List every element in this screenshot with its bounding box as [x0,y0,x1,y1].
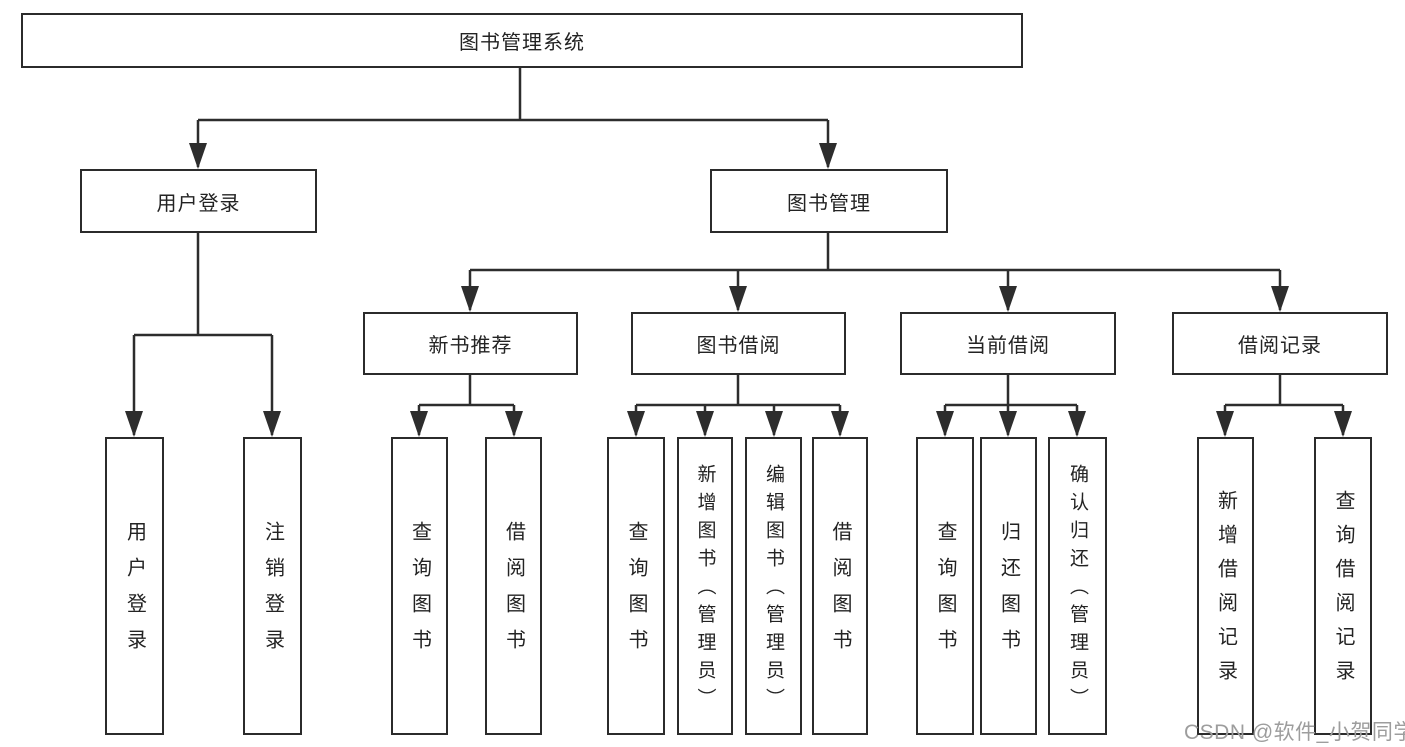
node-root: 图书管理系统 [21,13,1023,68]
node-root-label: 图书管理系统 [459,32,585,54]
leaf-confirm-return-admin: 确认归还（管理员） [1048,437,1107,735]
node-user-login: 用户登录 [80,169,317,233]
leaf-query-borrow-record-label: 查询借阅记录 [1332,490,1354,694]
watermark: CSDN @软件_小贺同学 [1184,721,1405,744]
connector-new-book-recommend [410,375,523,437]
node-borrow-records-label: 借阅记录 [1238,335,1322,357]
node-book-borrow: 图书借阅 [631,312,846,375]
leaf-query-books-recommend-label: 查询图书 [408,521,431,665]
leaf-query-books-borrow: 查询图书 [607,437,665,735]
leaf-query-books-current: 查询图书 [916,437,974,735]
leaf-return-book-label: 归还图书 [997,521,1020,665]
node-current-borrow-label: 当前借阅 [966,335,1050,357]
leaf-query-books-recommend: 查询图书 [391,437,448,735]
leaf-add-borrow-record-label: 新增借阅记录 [1214,490,1237,694]
leaf-borrow-books: 借阅图书 [812,437,868,735]
connector-user-login [125,233,281,437]
leaf-query-books-current-label: 查询图书 [934,521,956,665]
node-current-borrow: 当前借阅 [900,312,1116,375]
leaf-user-login-label: 用户登录 [123,521,146,665]
node-user-login-label: 用户登录 [156,192,241,215]
connector-book-management [461,233,1289,312]
node-new-book-recommend: 新书推荐 [363,312,578,375]
leaf-user-login: 用户登录 [105,437,164,735]
leaf-borrow-books-recommend: 借阅图书 [485,437,542,735]
leaf-edit-book-admin-label: 编辑图书（管理员） [763,464,784,716]
node-book-management-label: 图书管理 [787,192,871,215]
node-borrow-records: 借阅记录 [1172,312,1388,375]
leaf-add-book-admin-label: 新增图书（管理员） [694,464,716,716]
leaf-logout-label: 注销登录 [261,521,284,665]
node-new-book-recommend-label: 新书推荐 [428,335,513,357]
connector-root [189,68,837,169]
connector-borrow-records [1216,375,1352,437]
leaf-query-borrow-record: 查询借阅记录 [1314,437,1372,735]
node-book-borrow-label: 图书借阅 [696,335,781,357]
leaf-logout: 注销登录 [243,437,302,735]
leaf-return-book: 归还图书 [980,437,1037,735]
leaf-edit-book-admin: 编辑图书（管理员） [745,437,802,735]
leaf-add-book-admin: 新增图书（管理员） [677,437,733,735]
node-book-management: 图书管理 [710,169,948,233]
leaf-confirm-return-admin-label: 确认归还（管理员） [1067,464,1088,716]
leaf-query-books-borrow-label: 查询图书 [625,521,647,665]
leaf-add-borrow-record: 新增借阅记录 [1197,437,1254,735]
connector-book-borrow [627,375,849,437]
leaf-borrow-books-label: 借阅图书 [829,521,851,665]
connector-current-borrow [936,375,1086,437]
leaf-borrow-books-recommend-label: 借阅图书 [502,521,525,665]
